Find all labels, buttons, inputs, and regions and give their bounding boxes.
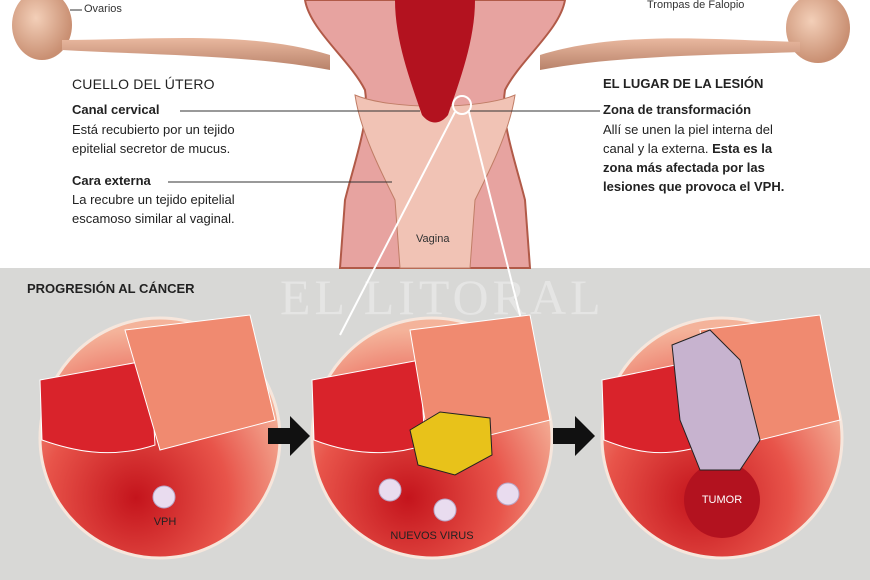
zona-line-2-bold: Esta es la [712,141,773,156]
zona-heading: Zona de transformación [603,102,752,117]
progression-title: PROGRESIÓN AL CÁNCER [27,281,195,296]
stage-1-label: VPH [153,516,177,528]
infected-cells [409,411,493,476]
cara-line-2: escamoso similar al vaginal. [72,211,235,226]
fallopian-tube-left [62,38,330,70]
label-trompas: Trompas de Falopio [647,0,745,11]
tumor [684,462,760,538]
cancer-cells [671,329,761,471]
canal-line-2: epitelial secretor de mucus. [72,141,231,156]
cara-line-1: La recubre un tejido epitelial [72,192,235,207]
canal-line-1: Está recubierto por un tejido [72,122,235,137]
stage-3-label: TUMOR [701,494,743,506]
fallopian-tube-right [540,38,800,70]
stage-3-circle [600,314,844,560]
canal-heading: Canal cervical [72,102,160,117]
virus-icon [152,485,176,509]
left-panel-title: CUELLO DEL ÚTERO [72,76,215,92]
arrow-right-icon [553,416,595,456]
label-ovarios: Ovarios [84,3,122,15]
uterine-cavity [395,0,475,123]
zona-line-2: canal y la externa. Esta es la [603,139,772,158]
stage-2-label: NUEVOS VIRUS [390,530,474,542]
stage-2-circle [310,314,554,560]
watermark: EL LITORAL [280,269,605,325]
lesion-zone-marker [452,95,472,115]
zoom-cone [339,111,526,336]
ovary-left [12,0,72,60]
arrow-right-icon [268,416,310,456]
zona-line-2-normal: canal y la externa. [603,141,713,156]
right-panel-title: EL LUGAR DE LA LESIÓN [603,76,764,91]
zona-line-1: Allí se unen la piel interna del [603,122,773,137]
zona-line-4: lesiones que provoca el VPH. [603,179,785,194]
cara-heading: Cara externa [72,173,151,188]
zona-line-3: zona más afectada por las [603,160,765,175]
ovary-right [786,0,850,63]
label-vagina: Vagina [416,233,450,245]
stage-1-circle [38,314,282,560]
